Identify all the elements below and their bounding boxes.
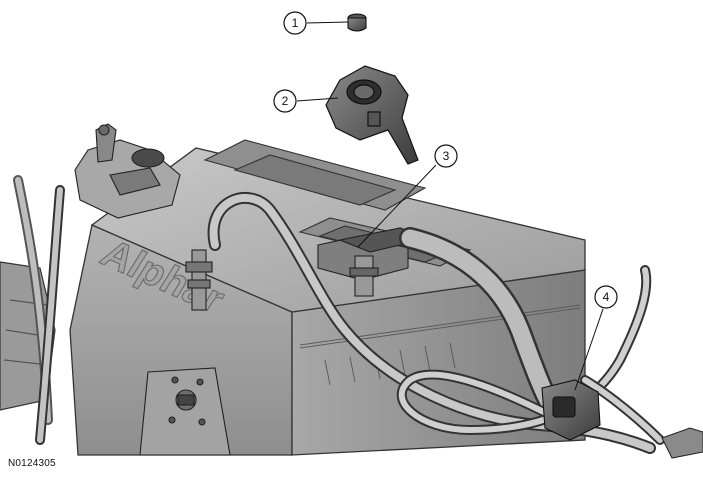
callout-leader-lines [296, 21, 604, 391]
terminal-clamp-part [325, 65, 419, 165]
front-terminal-stud [185, 249, 213, 311]
callout-2-number: 2 [282, 94, 289, 108]
callout-4-number: 4 [603, 290, 610, 304]
figure-id-label: N0124305 [8, 458, 56, 469]
callout-1: 1 [283, 11, 307, 35]
callout-4: 4 [594, 285, 618, 309]
callout-3-number: 3 [443, 149, 450, 163]
terminal-cap-part [347, 13, 367, 32]
right-edge-connector [661, 427, 703, 459]
callout-3: 3 [434, 144, 458, 168]
lower-bracket [139, 367, 231, 456]
callout-2: 2 [273, 89, 297, 113]
callout-1-number: 1 [292, 16, 299, 30]
harness-connector [541, 379, 601, 441]
battery-monitor-module [74, 123, 181, 219]
